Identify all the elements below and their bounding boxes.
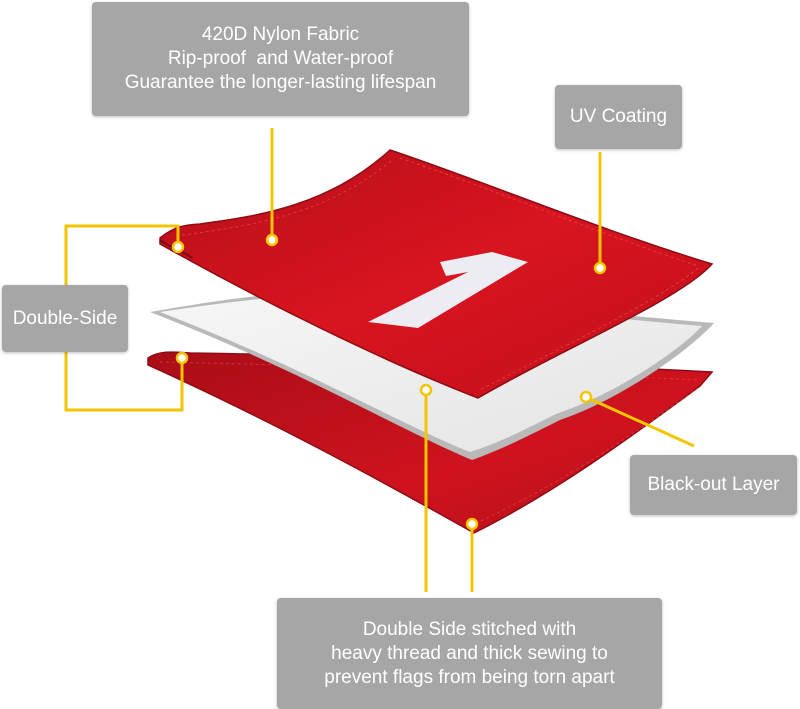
nylon-fabric-callout: 420D Nylon Fabric Rip-proof and Water-pr…	[92, 2, 469, 116]
uv-callout-line-1: UV Coating	[569, 106, 668, 127]
double-side-bottom-marker-dot	[175, 351, 189, 365]
double-side-callout: Double-Side	[2, 285, 128, 352]
double-side-callout-line-1: Double-Side	[12, 307, 118, 329]
stitch-right-marker-dot	[465, 517, 479, 531]
top-fabric-layer	[159, 149, 714, 399]
stitching-callout: Double Side stitched with heavy thread a…	[277, 598, 662, 709]
blackout-marker-dot	[579, 390, 593, 404]
stitch-left-marker-dot	[419, 383, 433, 397]
uv-coating-callout: UV Coating	[555, 85, 682, 149]
marker-dots	[171, 233, 607, 531]
uv-marker-dot	[593, 261, 607, 275]
double-side-top-marker-dot	[171, 240, 185, 254]
stitch-callout-line-3: prevent flags from being torn apart	[324, 666, 615, 688]
blackout-callout-line-1: Black-out Layer	[647, 474, 780, 495]
nylon-callout-line-1: 420D Nylon Fabric	[201, 24, 360, 45]
stitch-callout-line-2: heavy thread and thick sewing to	[331, 642, 608, 664]
blackout-layer-callout: Black-out Layer	[630, 455, 797, 515]
nylon-callout-line-3: Guarantee the longer-lasting lifespan	[124, 72, 437, 93]
stitch-callout-line-1: Double Side stitched with	[362, 618, 577, 640]
flag-number-shape	[368, 252, 528, 328]
nylon-callout-line-2: Rip-proof and Water-proof	[167, 48, 394, 69]
blackout-leader-line	[587, 396, 695, 448]
nylon-marker-dot	[265, 233, 279, 247]
